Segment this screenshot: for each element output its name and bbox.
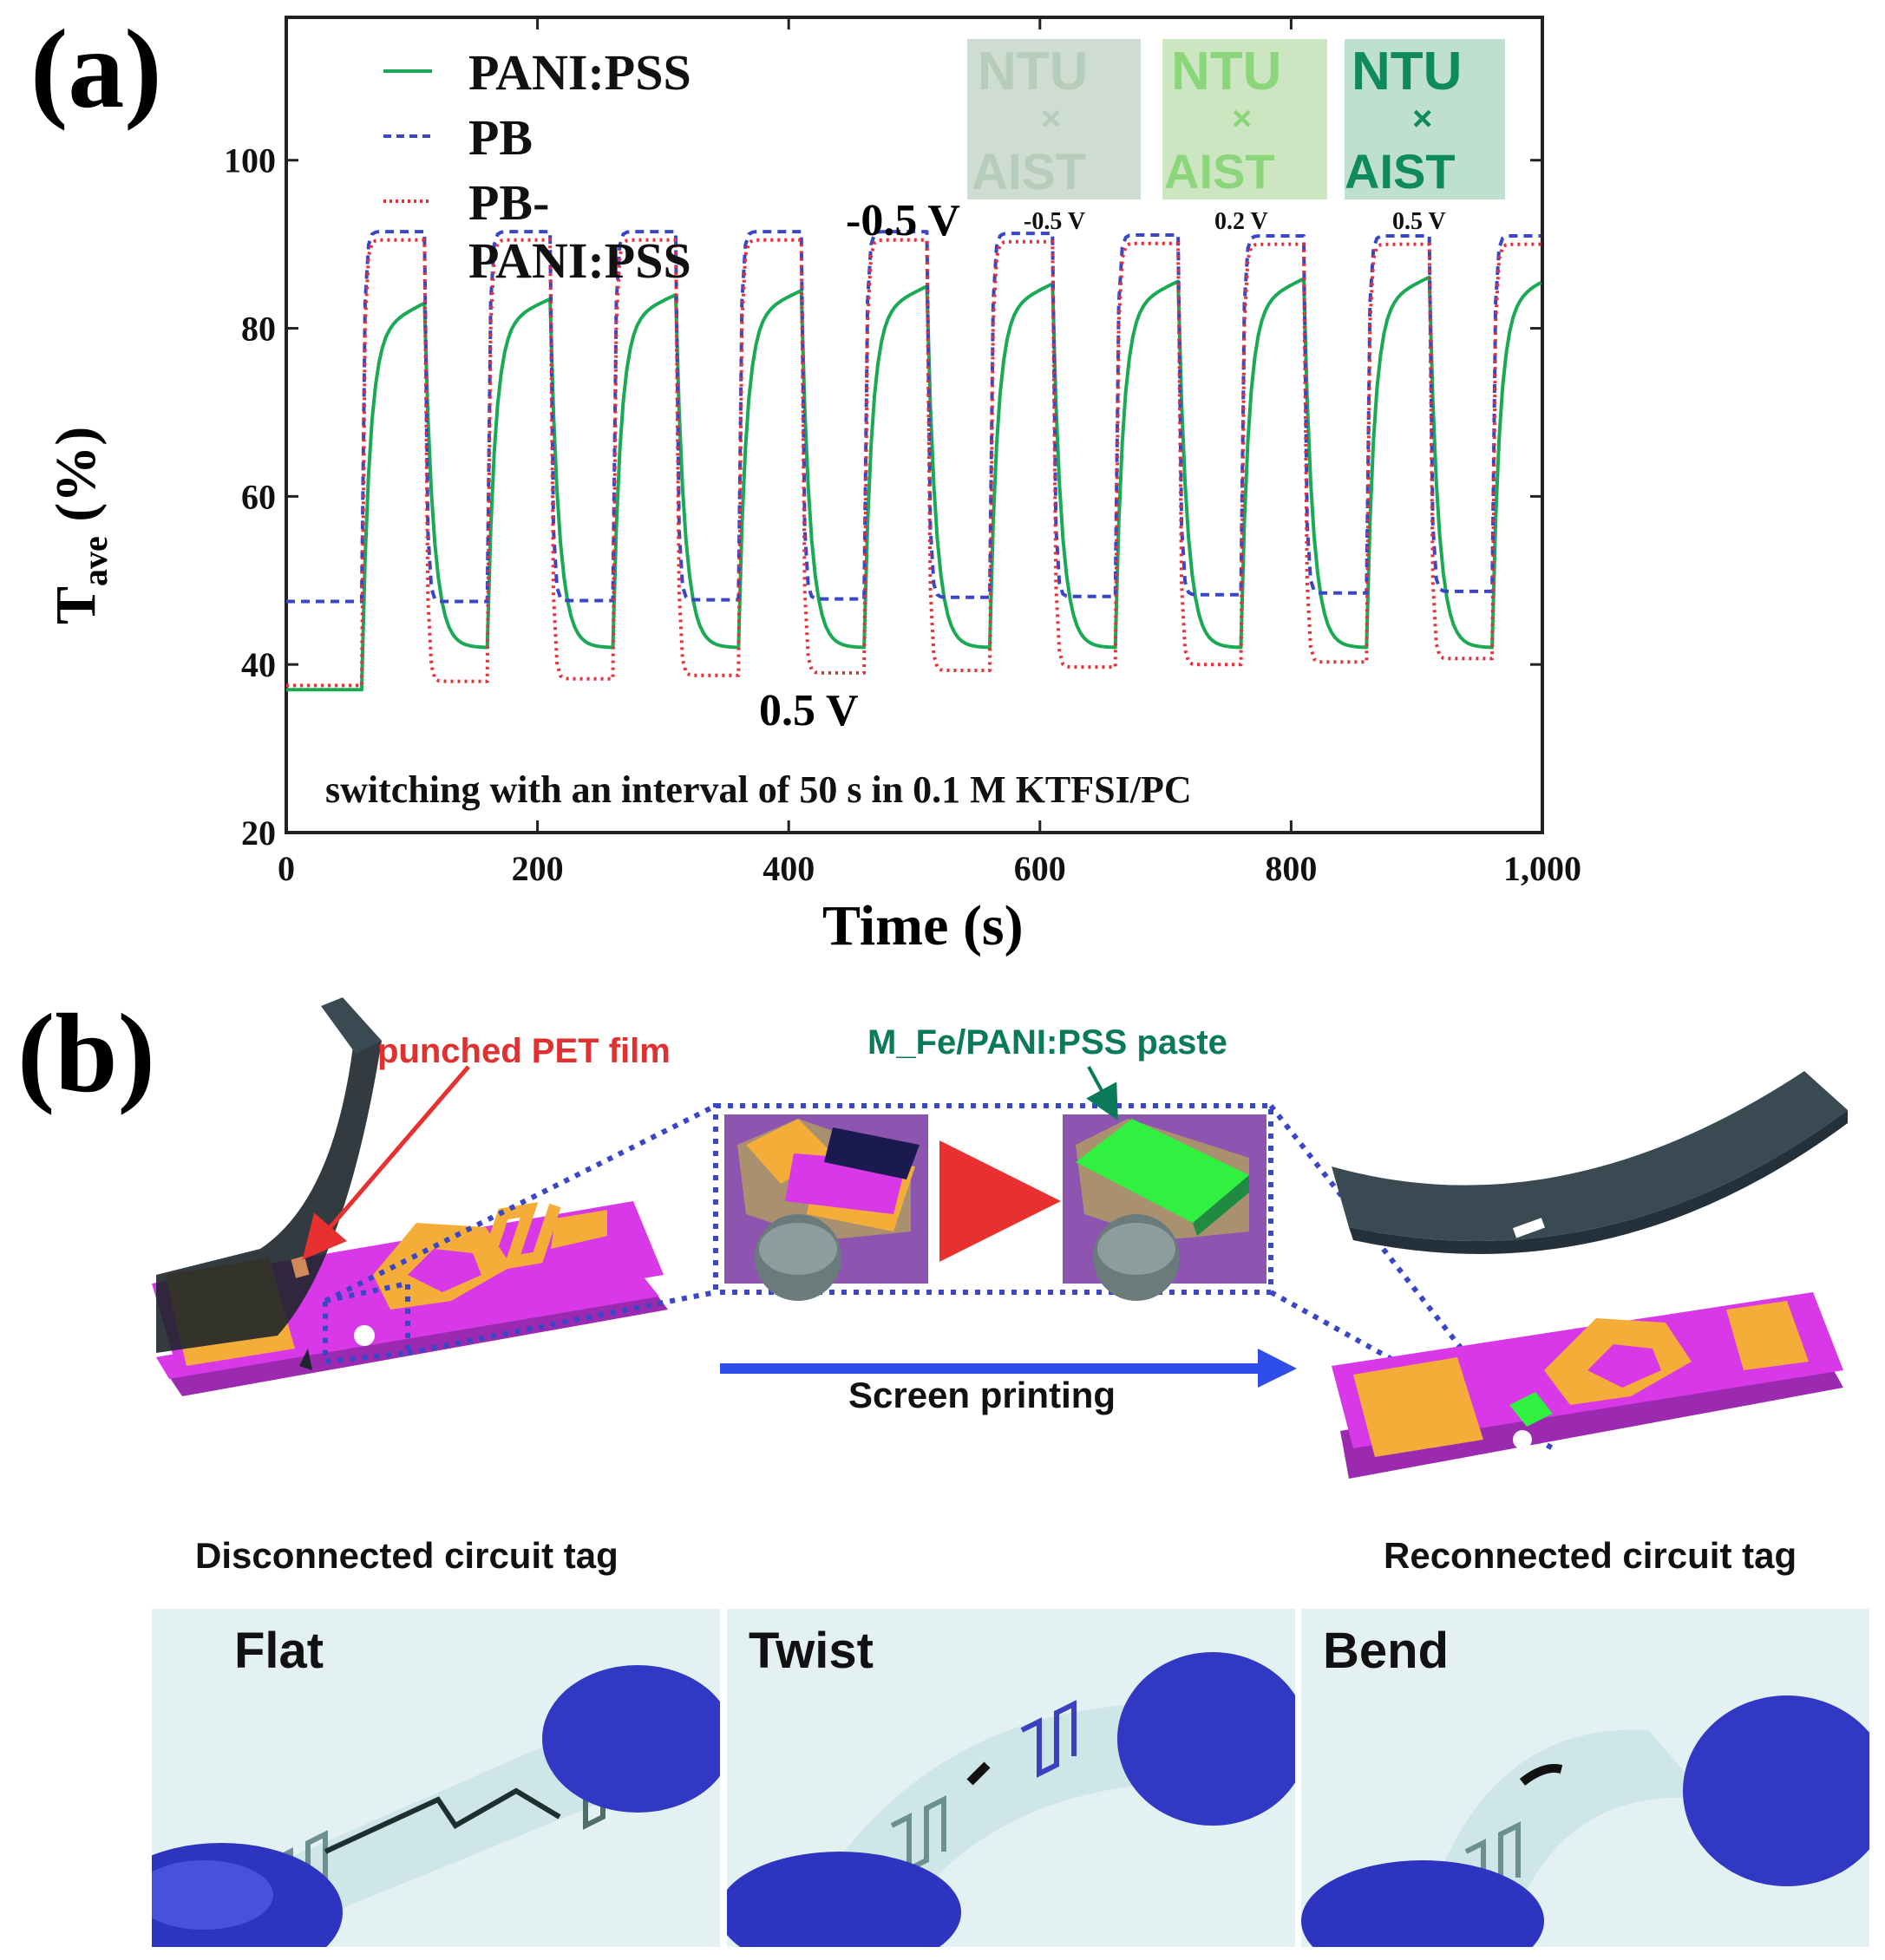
inset-text-ntu: NTU (1171, 42, 1282, 101)
switching-note: switching with an interval of 50 s in 0.… (325, 768, 1192, 811)
punched-film-label: punched PET film (377, 1032, 671, 1070)
plot-frame (285, 16, 1544, 834)
inset-text-aist: AIST (1345, 144, 1456, 199)
y-tick-label-100: 100 (224, 141, 276, 180)
panel-b-label: (b) (17, 991, 155, 1116)
inset-text-aist: AIST (1164, 144, 1275, 199)
inset-text-x: × (1232, 100, 1253, 138)
annotation-neg-voltage: -0.5 V (846, 196, 960, 245)
x-tick-label-200: 200 (512, 849, 564, 888)
inset-text-x: × (1041, 100, 1062, 138)
screen-printing-label: Screen printing (848, 1375, 1116, 1415)
x-tick-label-400: 400 (763, 849, 815, 888)
inset-caption-neg: -0.5 V (1024, 208, 1086, 235)
photo-bend: Bend (1301, 1609, 1869, 1947)
legend-line-pb (383, 134, 432, 138)
inset-caption-pos: 0.5 V (1392, 208, 1446, 235)
reconnected-tag (1332, 1071, 1848, 1479)
inset-caption-mid: 0.2 V (1214, 208, 1268, 235)
disconnected-tag (152, 997, 668, 1396)
x-tick-label-1000: 1,000 (1503, 849, 1581, 888)
series-line-pb-pani-pss (286, 238, 1541, 688)
x-axis-title: Time (s) (822, 894, 1024, 957)
inset-photo-mid: NTU × AIST (1162, 39, 1327, 199)
y-tick-label-20: 20 (241, 813, 276, 853)
y-axis-title-unit: (%) (44, 426, 108, 537)
circuit-schematic (152, 997, 1848, 1479)
legend-label-pb: PB (468, 109, 533, 166)
inset-text-x: × (1412, 100, 1433, 138)
reconnected-caption: Reconnected circuit tag (1384, 1535, 1797, 1576)
photo-flat: Flat (152, 1609, 720, 1947)
photo-bend-scene (1301, 1609, 1869, 1947)
legend-line-pb-pani-pss (383, 199, 432, 203)
x-tick-label-0: 0 (278, 849, 295, 888)
x-tick-label-800: 800 (1265, 849, 1317, 888)
punched-film-arrow (302, 1065, 470, 1260)
y-tick-label-60: 60 (241, 477, 276, 516)
legend-label-pb-pani-pss: PB-PANI:PSS (468, 174, 691, 289)
y-tick-label-80: 80 (241, 310, 276, 349)
zoom-after (1063, 1114, 1266, 1301)
inset-photo-pos: NTU × AIST (1345, 39, 1505, 199)
series-line-pani-pss (286, 275, 1542, 692)
disconnected-caption: Disconnected circuit tag (195, 1535, 619, 1576)
annotation-pos-voltage: 0.5 V (759, 686, 859, 735)
inset-text-ntu: NTU (1352, 42, 1463, 101)
y-axis-title-main: T (44, 585, 108, 624)
inset-photos: NTU × AIST NTU × AIST NTU × AIST -0.5 V … (967, 39, 1505, 238)
paste-label: M_Fe/PANI:PSS paste (867, 1023, 1227, 1062)
transmittance-chart: 0 200 400 600 800 1,000 20 40 60 80 100 (224, 16, 1581, 888)
x-tick-label-600: 600 (1014, 849, 1066, 888)
photo-twist-scene (727, 1609, 1295, 1947)
inset-text-ntu: NTU (978, 42, 1089, 101)
photo-flat-scene (152, 1609, 720, 1947)
photo-flat-label: Flat (234, 1623, 324, 1679)
screen-printing-arrow (720, 1349, 1297, 1388)
zoom-before (724, 1114, 928, 1301)
legend-line-pani-pss (383, 69, 432, 73)
y-axis-title-sub: ave (75, 536, 115, 586)
paste-arrow (1086, 1066, 1118, 1121)
photo-bend-label: Bend (1323, 1623, 1449, 1679)
legend-label-pani-pss: PANI:PSS (468, 44, 691, 101)
panel-a-label: (a) (30, 7, 162, 132)
y-tick-label-40: 40 (241, 645, 276, 684)
y-axis-title: Tave (%) (43, 427, 115, 624)
photo-twist-label: Twist (749, 1623, 874, 1679)
inset-photo-neg: NTU × AIST (967, 39, 1141, 199)
inset-text-aist: AIST (972, 144, 1087, 199)
photo-twist: Twist (727, 1609, 1295, 1947)
